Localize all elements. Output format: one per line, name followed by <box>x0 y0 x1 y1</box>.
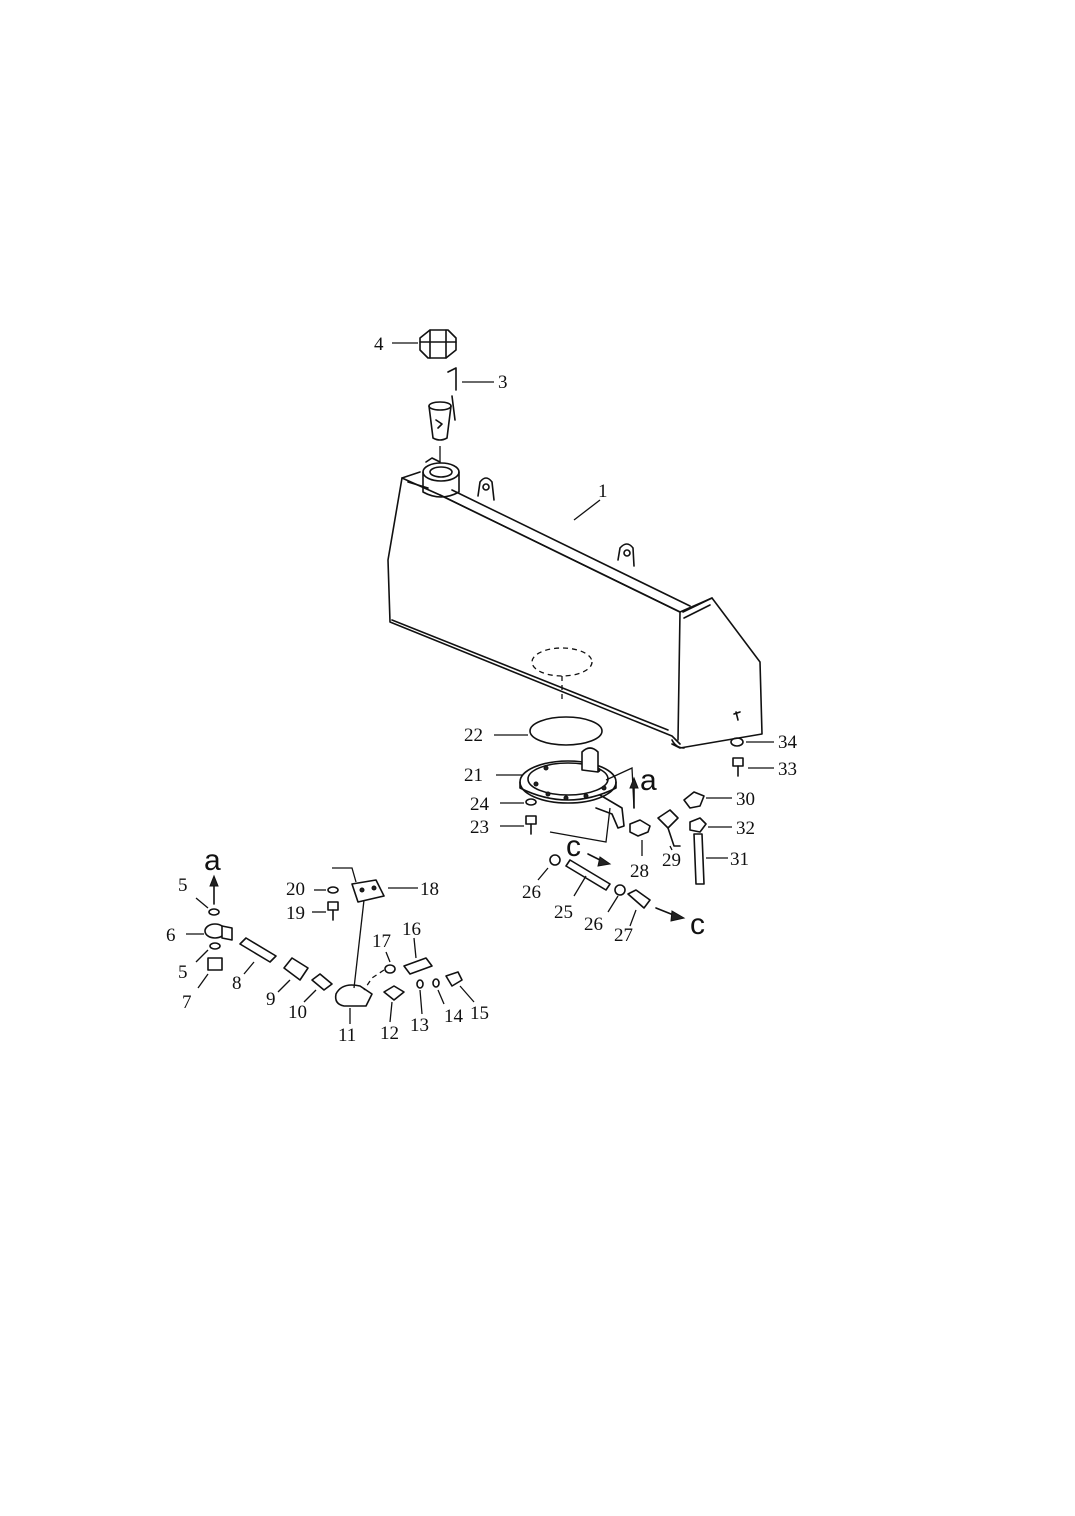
ref-a-main: a <box>640 764 657 797</box>
union-fitting <box>657 809 681 851</box>
label-32: 32 <box>736 818 755 839</box>
o-ring <box>494 716 603 746</box>
elbow-fitting <box>629 819 651 856</box>
label-11: 11 <box>338 1025 356 1046</box>
detail-a-assembly <box>186 867 475 1024</box>
level-gauge <box>447 367 494 421</box>
label-7: 7 <box>182 992 192 1013</box>
label-26b: 26 <box>584 914 603 935</box>
strainer <box>428 401 452 462</box>
fuel-tank <box>387 457 763 749</box>
washer-bolt-33-34 <box>730 711 774 777</box>
label-1: 1 <box>598 481 608 502</box>
label-16: 16 <box>402 919 421 940</box>
label-26a: 26 <box>522 882 541 903</box>
label-5a: 5 <box>178 875 188 896</box>
label-27: 27 <box>614 925 633 946</box>
label-3: 3 <box>498 372 508 393</box>
label-14: 14 <box>444 1006 464 1027</box>
part-number-labels: 1 3 4 22 21 24 23 30 32 31 28 29 34 33 2… <box>166 334 798 1046</box>
label-13: 13 <box>410 1015 429 1036</box>
label-8: 8 <box>232 973 242 994</box>
ref-c-main: c <box>566 830 581 863</box>
label-33: 33 <box>778 759 797 780</box>
view-arrows-main <box>549 776 639 867</box>
elbow-fitting-30 <box>683 791 732 809</box>
label-22: 22 <box>464 725 483 746</box>
label-30: 30 <box>736 789 755 810</box>
hose-clamp <box>689 817 732 833</box>
label-21: 21 <box>464 765 483 786</box>
label-34: 34 <box>778 732 798 753</box>
label-24: 24 <box>470 794 490 815</box>
tube-assembly-25-26-27 <box>537 854 686 927</box>
label-18: 18 <box>420 879 439 900</box>
label-6: 6 <box>166 925 176 946</box>
hose <box>693 833 728 885</box>
label-4: 4 <box>374 334 384 355</box>
label-23: 23 <box>470 817 489 838</box>
label-25: 25 <box>554 902 573 923</box>
label-20: 20 <box>286 879 305 900</box>
view-reference-letters: a c c a <box>204 764 705 941</box>
ref-a-detail: a <box>204 844 221 877</box>
label-29: 29 <box>662 850 681 871</box>
filler-cap <box>392 329 457 359</box>
label-12: 12 <box>380 1023 399 1044</box>
label-28: 28 <box>630 861 649 882</box>
label-17: 17 <box>372 931 391 952</box>
suction-flange <box>496 747 635 829</box>
ref-c-out: c <box>690 908 705 941</box>
label-9: 9 <box>266 989 276 1010</box>
label-5b: 5 <box>178 962 188 983</box>
label-31: 31 <box>730 849 749 870</box>
label-19: 19 <box>286 903 305 924</box>
label-15: 15 <box>470 1003 489 1024</box>
label-10: 10 <box>288 1002 307 1023</box>
washer-bolt-23-24 <box>500 798 537 835</box>
